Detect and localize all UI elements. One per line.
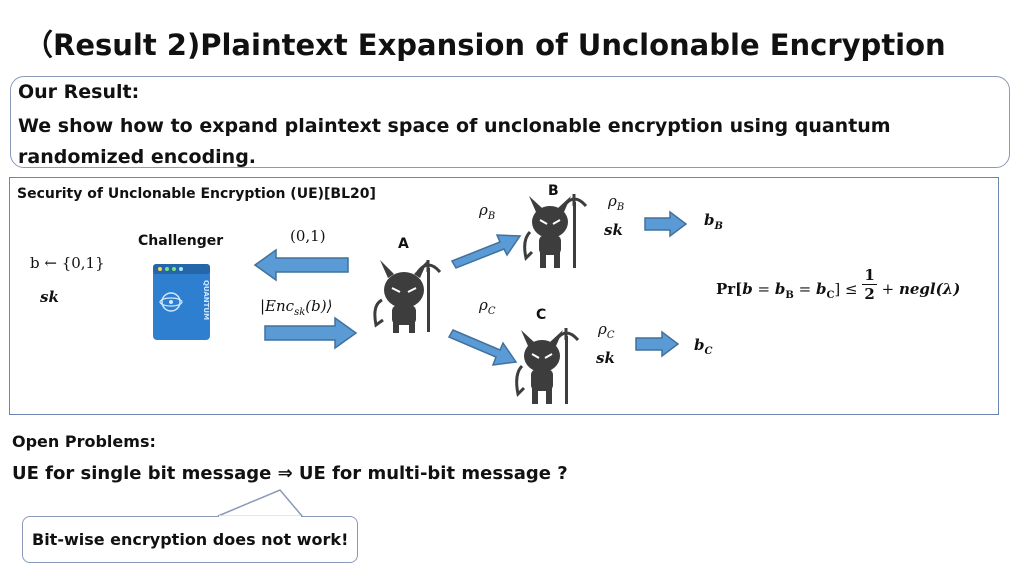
our-result-text: We show how to expand plaintext space of… xyxy=(18,115,891,168)
sk-c: sk xyxy=(596,349,615,367)
adversary-b-devil-icon xyxy=(523,194,588,268)
our-result-box xyxy=(10,76,1010,168)
open-problems-text: UE for single bit message ⇒ UE for multi… xyxy=(12,463,568,484)
output-b-b: bB xyxy=(704,211,723,232)
rho-b: ρB xyxy=(608,192,625,213)
security-panel xyxy=(9,177,999,415)
b-choice: b ← {0,1} xyxy=(30,254,105,272)
arrow-to-c xyxy=(447,329,518,366)
rho-c-arrow: ρC xyxy=(479,296,496,317)
output-b-c: bC xyxy=(694,336,713,357)
label-c: C xyxy=(536,307,547,323)
quantum-server-icon: QUANTUM xyxy=(153,264,210,340)
svg-text:QUANTUM: QUANTUM xyxy=(202,280,210,320)
enc-ciphertext: |Encsk(b)⟩ xyxy=(260,297,333,318)
callout-text: Bit-wise encryption does not work! xyxy=(32,530,349,549)
arrow-b-output xyxy=(644,210,688,238)
rho-b-arrow: ρB xyxy=(479,201,496,222)
label-a: A xyxy=(398,236,409,252)
sk-b: sk xyxy=(604,221,623,239)
zero-one-message: (0,1) xyxy=(290,227,326,245)
open-problems-heading: Open Problems: xyxy=(12,432,156,451)
arrow-c-output xyxy=(635,330,680,358)
adversary-a-devil-icon xyxy=(373,260,442,333)
callout-box xyxy=(22,516,358,563)
challenger-label: Challenger xyxy=(138,233,224,249)
security-label: Security of Unclonable Encryption (UE)[B… xyxy=(17,186,376,202)
page-title: （Result 2)Plaintext Expansion of Unclona… xyxy=(24,28,946,62)
arrow-to-challenger xyxy=(253,248,349,282)
arrow-to-b xyxy=(450,234,522,269)
our-result-heading: Our Result: xyxy=(18,81,140,103)
success-probability-formula: Pr[b = bB = bC] ≤ 1 2 + negl(λ) xyxy=(716,266,961,303)
sk-left: sk xyxy=(40,288,59,306)
arrow-to-adversary xyxy=(264,316,358,350)
rho-c: ρC xyxy=(598,320,615,341)
label-b: B xyxy=(548,183,559,199)
adversary-c-devil-icon xyxy=(515,328,580,404)
